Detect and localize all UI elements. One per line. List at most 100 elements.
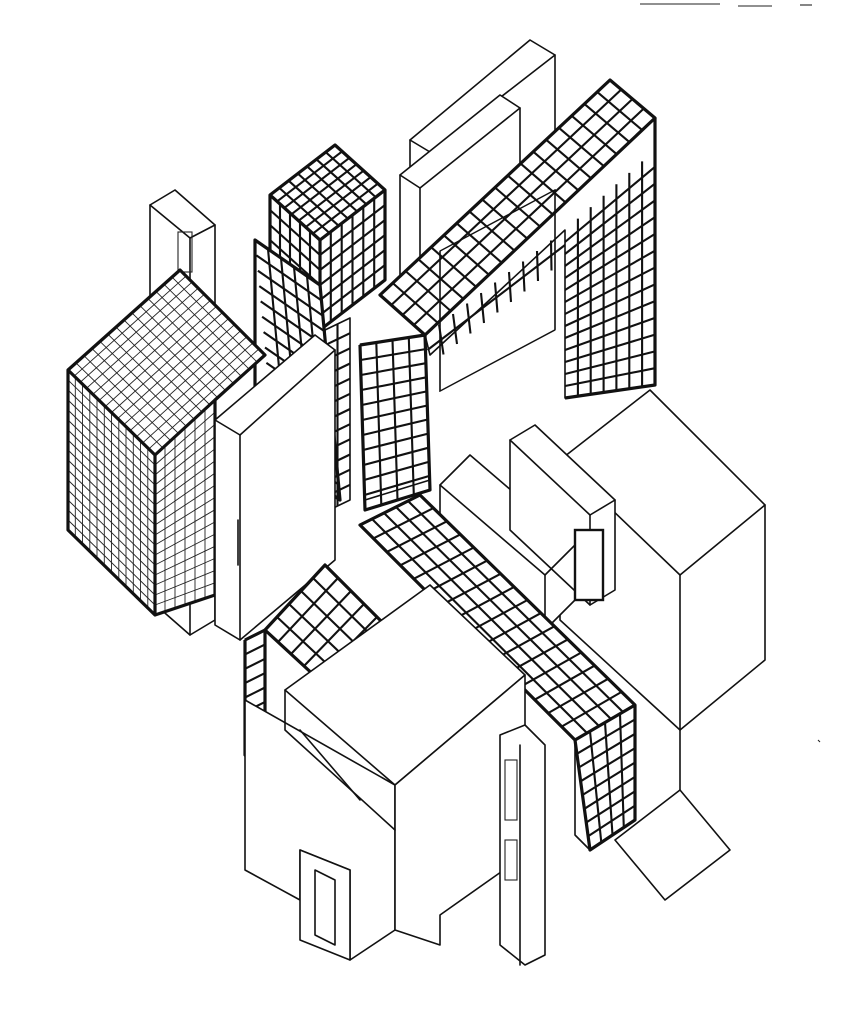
grid-line bbox=[426, 244, 566, 351]
grid-line bbox=[372, 507, 434, 540]
grid-line bbox=[98, 300, 211, 401]
grid-line bbox=[578, 732, 636, 769]
grid-line bbox=[561, 690, 623, 728]
grid-line bbox=[305, 176, 372, 228]
grid-line bbox=[67, 519, 156, 606]
grid-line bbox=[148, 348, 260, 450]
grid-line bbox=[244, 657, 266, 670]
grid-line bbox=[564, 316, 656, 351]
grid-line bbox=[80, 281, 193, 383]
grid-line bbox=[576, 718, 636, 755]
grid-line bbox=[67, 389, 156, 476]
grid-line bbox=[580, 747, 636, 783]
grid-line bbox=[363, 446, 429, 467]
grid-line bbox=[287, 179, 340, 227]
grid-line bbox=[360, 348, 426, 362]
grid-line bbox=[154, 472, 216, 516]
grid-line bbox=[154, 424, 216, 476]
grid-line bbox=[564, 266, 656, 315]
grid-line bbox=[319, 234, 386, 286]
grid-line bbox=[585, 790, 636, 824]
grid-line bbox=[154, 582, 216, 606]
grid-line bbox=[315, 158, 368, 206]
grid-line bbox=[244, 686, 266, 699]
grid-line bbox=[67, 489, 156, 576]
grid-line bbox=[303, 603, 365, 667]
grid-line bbox=[364, 474, 430, 497]
grid-line bbox=[547, 677, 609, 715]
grid-line bbox=[362, 404, 428, 422]
grid-line bbox=[277, 577, 339, 643]
grid-line bbox=[361, 376, 427, 392]
grid-line bbox=[534, 664, 596, 701]
grid-line bbox=[466, 599, 529, 634]
grid-line bbox=[111, 312, 223, 413]
grid-line bbox=[269, 209, 321, 256]
grid-line bbox=[117, 318, 229, 419]
grid-line bbox=[154, 497, 216, 536]
grid-line bbox=[520, 651, 582, 688]
grid-line bbox=[564, 249, 656, 303]
grid-line bbox=[142, 342, 254, 444]
grid-line bbox=[154, 411, 216, 466]
grid-line bbox=[67, 469, 156, 556]
grid-line bbox=[564, 165, 656, 243]
grid-line bbox=[480, 612, 542, 647]
grid-line bbox=[401, 98, 634, 316]
grid-line bbox=[154, 557, 216, 586]
grid-line bbox=[324, 151, 377, 198]
grid-line bbox=[244, 672, 266, 685]
grid-line bbox=[290, 590, 352, 655]
grid-line bbox=[564, 283, 656, 327]
grid-line bbox=[154, 436, 216, 486]
grid-line bbox=[67, 499, 156, 586]
grid-line bbox=[362, 418, 428, 437]
grid-line bbox=[154, 509, 216, 546]
white-slab-center bbox=[214, 334, 336, 641]
grid-line bbox=[564, 300, 656, 339]
grid-line bbox=[67, 379, 156, 466]
grid-line bbox=[244, 643, 266, 656]
grid-line bbox=[375, 342, 383, 506]
grid-line bbox=[363, 460, 430, 482]
grid-line bbox=[257, 269, 324, 317]
grid-line bbox=[440, 572, 502, 607]
grid-line bbox=[154, 533, 216, 566]
grid-line bbox=[86, 287, 199, 389]
grid-line bbox=[564, 182, 656, 255]
grid-line bbox=[407, 337, 415, 496]
grid-line bbox=[154, 484, 216, 526]
grid-line bbox=[564, 233, 656, 291]
grid-line bbox=[154, 448, 216, 496]
grid-line bbox=[129, 330, 242, 432]
grid-line bbox=[413, 546, 475, 580]
grid-line bbox=[564, 367, 656, 388]
grid-line bbox=[564, 199, 656, 267]
grid-line bbox=[399, 533, 461, 567]
grid-line bbox=[312, 182, 379, 235]
grid-line bbox=[278, 187, 331, 234]
grid-line bbox=[362, 432, 429, 452]
grid-line bbox=[426, 559, 488, 594]
front-pillar bbox=[499, 724, 546, 966]
grid-line bbox=[67, 419, 156, 506]
grid-line bbox=[324, 332, 351, 347]
grid-line bbox=[67, 399, 156, 486]
grid-bar-lower bbox=[358, 493, 637, 852]
grid-line bbox=[276, 150, 343, 203]
grid-line bbox=[564, 333, 656, 364]
grid-line bbox=[319, 204, 386, 256]
grid-line bbox=[154, 545, 216, 576]
grid-line bbox=[361, 390, 428, 407]
grid-line bbox=[154, 521, 216, 556]
grid-line bbox=[92, 293, 205, 395]
grid-line bbox=[67, 439, 156, 526]
grid-line bbox=[283, 157, 350, 209]
grid-line bbox=[67, 449, 156, 536]
grid-line bbox=[104, 306, 217, 407]
grid-line bbox=[73, 275, 187, 377]
grid-line bbox=[269, 224, 321, 271]
grid-line bbox=[390, 88, 623, 306]
grid-line bbox=[255, 254, 322, 302]
